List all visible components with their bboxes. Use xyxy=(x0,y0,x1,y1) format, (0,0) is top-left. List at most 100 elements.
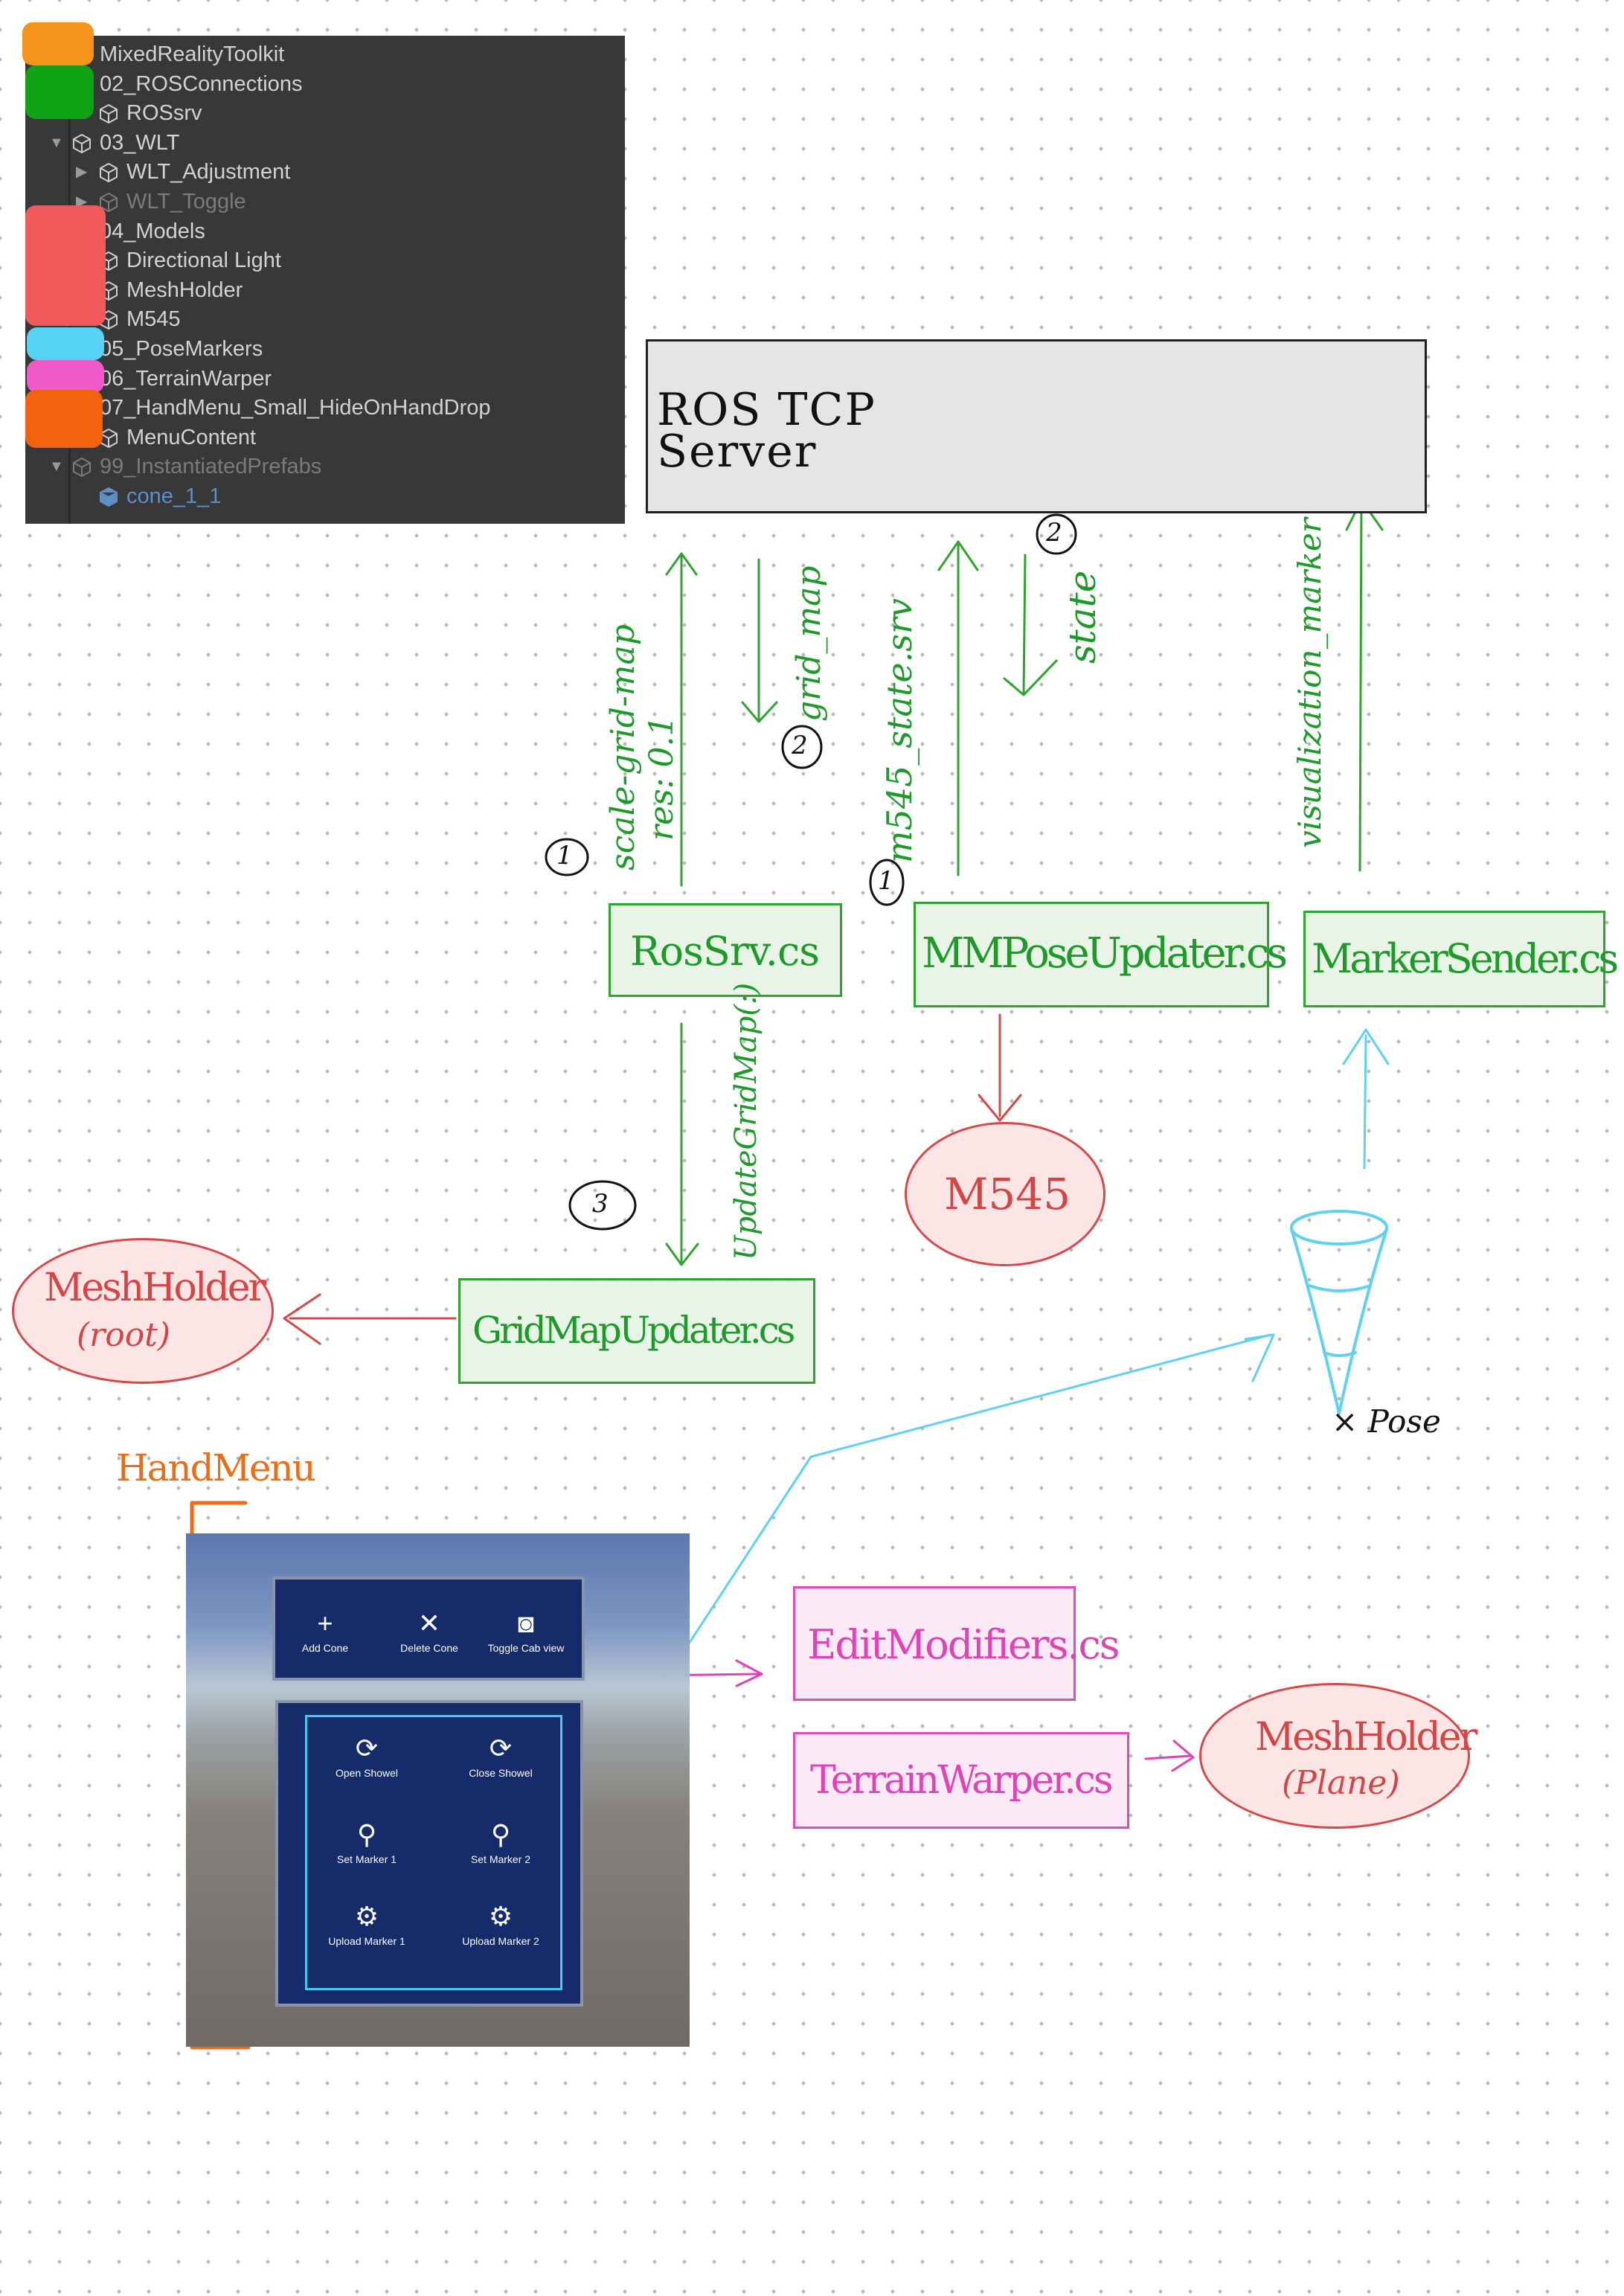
line-handmenu-to-cone xyxy=(594,1333,1275,1789)
m545-node: M545 xyxy=(905,1122,1105,1266)
meshholder-root-node: MeshHolder (root) xyxy=(12,1238,274,1384)
hierarchy-item-label: WLT_Adjustment xyxy=(126,160,291,185)
close-showel-label: Close Showel xyxy=(469,1767,533,1779)
arrow-terrain-to-meshholder-plane xyxy=(1144,1739,1195,1772)
step-number-1b: 1 xyxy=(878,866,894,896)
mmpose-label: MMPoseUpdater.cs xyxy=(922,929,1288,978)
swatch-magenta xyxy=(27,360,104,393)
rossrv-label: RosSrv.cs xyxy=(630,928,820,975)
cone-ring xyxy=(1308,1284,1372,1292)
rossrv-box: RosSrv.cs xyxy=(609,903,842,997)
hierarchy-item[interactable]: ▶ WLT_Adjustment xyxy=(25,158,625,187)
swatch-green xyxy=(25,65,94,119)
step-circle-1a xyxy=(545,838,589,876)
refresh-icon: ⟳ xyxy=(489,1733,513,1763)
collapse-arrow-icon[interactable]: ▶ xyxy=(76,164,88,181)
hierarchy-item[interactable]: ROSsrv xyxy=(25,99,625,128)
hierarchy-item[interactable]: Directional Light xyxy=(25,246,625,275)
set-marker-1-label: Set Marker 1 xyxy=(336,1853,397,1865)
hierarchy-item[interactable]: ▼99_InstantiatedPrefabs xyxy=(25,452,625,481)
hierarchy-item-label: 03_WLT xyxy=(100,130,180,155)
upload-marker-1-label: Upload Marker 1 xyxy=(328,1935,405,1947)
meshholder-plane-sub: (Plane) xyxy=(1282,1764,1400,1802)
toggle-cab-view-label: Toggle Cab view xyxy=(487,1642,565,1654)
step-circle-1b xyxy=(869,859,905,906)
hierarchy-item-label: 06_TerrainWarper xyxy=(100,366,272,391)
upload-marker-2-label: Upload Marker 2 xyxy=(462,1935,539,1947)
marker-sender-label: MarkerSender.cs xyxy=(1312,935,1619,982)
hierarchy-item[interactable]: M545 xyxy=(25,305,625,334)
arrow-rossrv-to-gridmap xyxy=(665,1022,699,1266)
open-showel-button[interactable]: ⟳ Open Showel xyxy=(318,1733,415,1779)
hierarchy-item[interactable]: 05_PoseMarkers xyxy=(25,335,625,364)
edge-label-update-grid-map: UpdateGridMap(:) xyxy=(729,982,763,1260)
gameobject-icon xyxy=(73,458,91,478)
swatch-orange xyxy=(22,22,94,65)
mmpose-box: MMPoseUpdater.cs xyxy=(914,902,1288,1007)
gridmap-updater-box: GridMapUpdater.cs xyxy=(458,1278,815,1384)
gameobject-icon xyxy=(73,133,91,153)
hierarchy-item-label: 05_PoseMarkers xyxy=(100,337,263,361)
hierarchy-item-label: MenuContent xyxy=(126,425,257,449)
gear-icon: ⚙ xyxy=(488,1901,513,1931)
hierarchy-item-label: 04_Models xyxy=(100,219,205,243)
terrain-warper-box: TerrainWarper.cs xyxy=(793,1732,1129,1829)
gameobject-icon xyxy=(100,163,118,183)
handmenu-grid-frame xyxy=(305,1715,562,1990)
meshholder-plane-node: MeshHolder (Plane) xyxy=(1199,1683,1477,1829)
expand-arrow-icon[interactable]: ▼ xyxy=(49,458,64,475)
terrain-warper-label: TerrainWarper.cs xyxy=(810,1758,1114,1803)
step-number-3: 3 xyxy=(592,1189,609,1219)
arrow-gridmap-to-meshholder-root xyxy=(283,1293,457,1345)
add-cone-label: Add Cone xyxy=(301,1642,349,1654)
pose-label: × Pose xyxy=(1332,1403,1441,1440)
close-icon: ✕ xyxy=(417,1608,441,1638)
swatch-cyan xyxy=(27,327,104,360)
refresh-icon: ⟳ xyxy=(355,1733,379,1763)
hierarchy-item-label: 02_ROSConnections xyxy=(100,71,303,96)
hierarchy-item-label: M545 xyxy=(126,307,181,332)
hierarchy-item[interactable]: 06_TerrainWarper xyxy=(25,365,625,394)
step-number-2a: 2 xyxy=(792,731,808,760)
gameobject-icon xyxy=(100,487,118,507)
gameobject-icon xyxy=(100,104,118,124)
camera-icon: ◙ xyxy=(518,1608,534,1638)
upload-marker-2-button[interactable]: ⚙ Upload Marker 2 xyxy=(452,1901,549,1947)
upload-marker-1-button[interactable]: ⚙ Upload Marker 1 xyxy=(318,1901,415,1947)
delete-cone-button[interactable]: ✕ Delete Cone xyxy=(381,1608,478,1654)
cone-body xyxy=(1290,1228,1388,1415)
hierarchy-item[interactable]: cone_1_1 xyxy=(25,482,625,511)
arrow-mmpose-to-server xyxy=(937,540,979,876)
ros-tcp-server-text: ROS TCP Server xyxy=(657,384,876,478)
step-circle-2a xyxy=(781,725,823,769)
arrow-server-to-mmpose xyxy=(1003,554,1058,696)
arrow-rossrv-to-server xyxy=(665,552,698,887)
gridmap-updater-label: GridMapUpdater.cs xyxy=(472,1309,795,1352)
set-marker-2-button[interactable]: ⚲ Set Marker 2 xyxy=(452,1819,549,1865)
edge-label-grid-map: grid_map xyxy=(790,565,828,722)
expand-arrow-icon[interactable]: ▼ xyxy=(49,134,64,151)
cone-ring xyxy=(1323,1351,1357,1357)
set-marker-1-button[interactable]: ⚲ Set Marker 1 xyxy=(318,1819,415,1865)
arrow-cone-to-marker xyxy=(1342,1028,1390,1170)
gameobject-icon xyxy=(100,193,118,212)
pin-icon: ⚲ xyxy=(356,1819,377,1850)
hierarchy-item-label: cone_1_1 xyxy=(126,484,222,508)
hierarchy-item[interactable]: ▼ 03_WLT xyxy=(25,129,625,158)
arrow-marker-to-server xyxy=(1345,498,1384,872)
handmenu-screenshot: + Add Cone ✕ Delete Cone ◙ Toggle Cab vi… xyxy=(186,1533,690,2047)
hierarchy-item-label: WLT_Toggle xyxy=(126,190,246,214)
toggle-cab-view-button[interactable]: ◙ Toggle Cab view xyxy=(478,1608,574,1654)
add-cone-button[interactable]: + Add Cone xyxy=(277,1608,373,1654)
hierarchy-item[interactable]: ▶MeshHolder xyxy=(25,276,625,305)
handmenu-grid-panel: ⟳ Open Showel ⟳ Close Showel ⚲ Set Marke… xyxy=(275,1700,583,2007)
hierarchy-item[interactable]: 07_HandMenu_Small_HideOnHandDrop xyxy=(25,394,625,423)
close-showel-button[interactable]: ⟳ Close Showel xyxy=(452,1733,549,1779)
edge-label-visualization-marker: visualization_marker xyxy=(1291,518,1328,848)
delete-cone-label: Delete Cone xyxy=(400,1642,458,1654)
ros-tcp-server-box: ROS TCP Server xyxy=(646,339,1427,513)
edge-label-res: res: 0.1 xyxy=(643,715,681,841)
hierarchy-item-label: 07_HandMenu_Small_HideOnHandDrop xyxy=(100,396,491,420)
step-circle-3 xyxy=(568,1180,637,1231)
